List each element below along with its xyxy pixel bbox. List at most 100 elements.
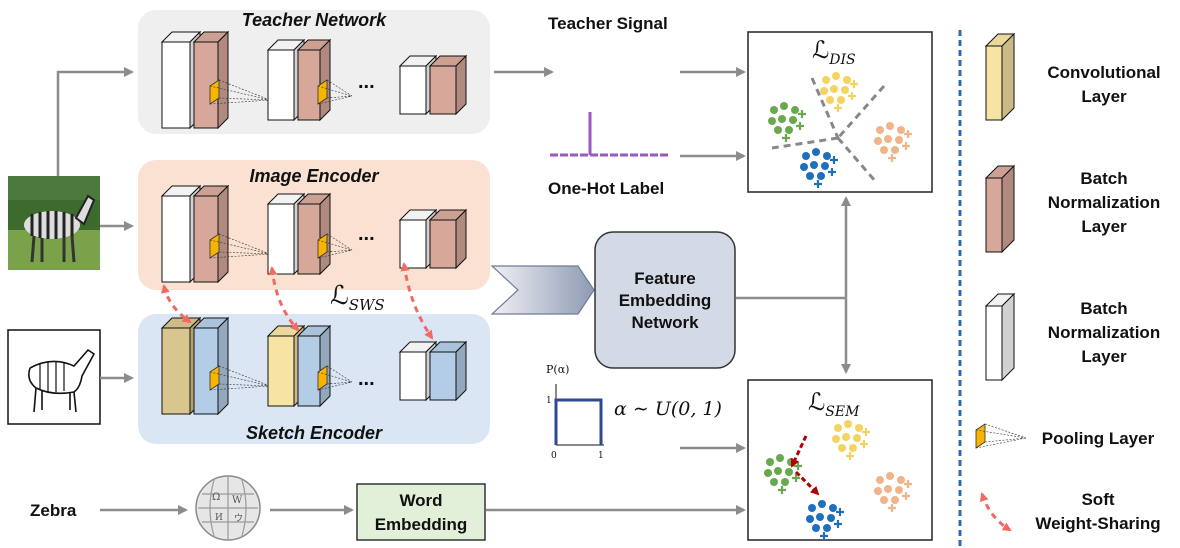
teacher-pool-1: [209, 79, 271, 105]
distribution-tick-x0: 0: [551, 451, 557, 461]
dis-loss-panel: [747, 31, 933, 193]
soft-weight-sharing-arrows: [160, 262, 434, 340]
dis-cluster-orange-plus-2: [888, 154, 896, 162]
sem-cluster-green-dot-4: [774, 467, 782, 475]
dis-cluster-yellow-dot-5: [841, 86, 849, 94]
sem-cluster-orange-dot-4: [884, 485, 892, 493]
dis-cluster-blue-plus-2: [814, 180, 822, 188]
dis-cluster-yellow-dot-7: [837, 96, 845, 104]
sws-loss-label: ℒSWS: [330, 281, 385, 314]
dis-cluster-green-dot-4: [778, 115, 786, 123]
dis-cluster-yellow-dot-2: [843, 76, 851, 84]
dis-loss-sub: DIS: [828, 52, 855, 68]
legend-soft-weight-sharing-arrow: [979, 492, 1012, 532]
svg-text:W: W: [232, 495, 243, 506]
dis-cluster-yellow-dot-0: [822, 76, 830, 84]
dis-cluster-yellow-plus-2: [834, 104, 842, 112]
dis-cluster-orange-dot-2: [897, 126, 905, 134]
layer-blocks: [160, 30, 468, 416]
sketch-encoder-title: Sketch Encoder: [246, 423, 383, 443]
sem-cluster-yellow-dot-5: [853, 434, 861, 442]
legend-pooling-icon: [975, 423, 1027, 449]
legend-bn-white-line-3: Layer: [1081, 347, 1127, 366]
sem-loss-main: ℒ: [808, 388, 825, 416]
sem-cluster-blue-dot-6: [812, 524, 820, 532]
sem-cluster-blue-plus-2: [820, 532, 828, 540]
dis-cluster-yellow-plus-0: [848, 92, 856, 100]
dis-cluster-orange: [874, 122, 912, 162]
dis-cluster-blue-dot-5: [821, 162, 829, 170]
sem-cluster-orange: [874, 472, 912, 512]
distribution-formula: α ∼ U(0, 1): [614, 398, 722, 420]
legend-bn-white-line-1: Batch: [1080, 299, 1127, 318]
image-encoder-layer-4: [296, 192, 332, 276]
sem-cluster-blue-dot-7: [823, 524, 831, 532]
sem-cluster-orange-dot-6: [880, 496, 888, 504]
legend-bn-colored-line-1: Batch: [1080, 169, 1127, 188]
dis-cluster-green-dot-2: [791, 106, 799, 114]
dis-cluster-orange-dot-4: [884, 135, 892, 143]
dis-cluster-green-dot-1: [780, 102, 788, 110]
distribution-tick-y: 1: [546, 396, 552, 406]
word-embedding-box: [356, 483, 486, 541]
teacher-ellipsis: ...: [358, 71, 375, 93]
legend-bn-white-line-2: Normalization: [1048, 323, 1160, 342]
teacher-layer-4: [296, 38, 332, 122]
image-encoder-pool-2: [317, 233, 353, 259]
sketch-encoder-pool-2: [317, 365, 353, 391]
one-hot-label-title: One-Hot Label: [548, 179, 664, 198]
dis-cluster-blue: [800, 148, 838, 188]
sem-cluster-orange-plus-2: [888, 504, 896, 512]
sem-cluster-yellow: [832, 420, 870, 460]
distribution-ylabel: P(α): [546, 363, 569, 376]
image-ellipsis: ...: [358, 223, 375, 245]
svg-text:Ω: Ω: [212, 492, 220, 503]
sem-cluster-yellow-dot-0: [834, 424, 842, 432]
sem-cluster-green-dot-7: [781, 478, 789, 486]
sketch-ellipsis: ...: [358, 368, 375, 390]
sws-loss-main: ℒ: [330, 281, 349, 311]
uniform-distribution-plot: [554, 384, 604, 446]
sem-cluster-yellow-plus-0: [860, 440, 868, 448]
teacher-layer-2: [192, 30, 230, 130]
sem-cluster-blue-dot-2: [829, 504, 837, 512]
sem-cluster-orange-plus-1: [904, 480, 912, 488]
sketch-encoder-pool-1: [209, 365, 271, 391]
sketch-encoder-layer-6: [428, 340, 468, 402]
sem-cluster-orange-dot-3: [874, 487, 882, 495]
dis-cluster-green-dot-0: [770, 106, 778, 114]
sem-cluster-yellow-dot-2: [855, 424, 863, 432]
sem-cluster-yellow-dot-3: [832, 435, 840, 443]
dis-cluster-blue-dot-1: [812, 148, 820, 156]
dis-cluster-green-dot-6: [774, 126, 782, 134]
sketch-encoder-layer-2: [192, 316, 230, 416]
sem-cluster-yellow-plus-1: [862, 428, 870, 436]
dis-cluster-green-plus-0: [796, 122, 804, 130]
sem-cluster-blue-dot-4: [816, 513, 824, 521]
dis-cluster-blue-dot-3: [800, 163, 808, 171]
dis-cluster-orange-dot-5: [895, 136, 903, 144]
legend-shapes: [975, 32, 1027, 449]
sem-cluster-blue-plus-1: [836, 508, 844, 516]
dis-cluster-green: [768, 102, 806, 142]
sem-cluster-yellow-dot-6: [838, 444, 846, 452]
dis-loss-label: ℒDIS: [812, 36, 856, 68]
dis-cluster-yellow-plus-1: [850, 80, 858, 88]
sem-cluster-blue-dot-0: [808, 504, 816, 512]
legend-bn-colored-line-2: Normalization: [1048, 193, 1160, 212]
sem-cluster-green-dot-3: [764, 469, 772, 477]
sem-cluster-yellow-dot-4: [842, 433, 850, 441]
sem-cluster-green-plus-2: [778, 486, 786, 494]
sem-cluster-orange-dot-5: [895, 486, 903, 494]
sem-cluster-yellow-plus-2: [846, 452, 854, 460]
feature-embedding-network-box: [594, 231, 736, 369]
sem-cluster-green-dot-0: [766, 458, 774, 466]
dis-cluster-green-plus-2: [782, 134, 790, 142]
sws-loss-sub: SWS: [349, 296, 385, 314]
one-hot-label-plot: [550, 112, 668, 157]
sem-cluster-yellow-dot-7: [849, 444, 857, 452]
dis-cluster-green-dot-3: [768, 117, 776, 125]
legend-conv-layer-icon: [984, 32, 1016, 122]
sem-cluster-orange-dot-7: [891, 496, 899, 504]
